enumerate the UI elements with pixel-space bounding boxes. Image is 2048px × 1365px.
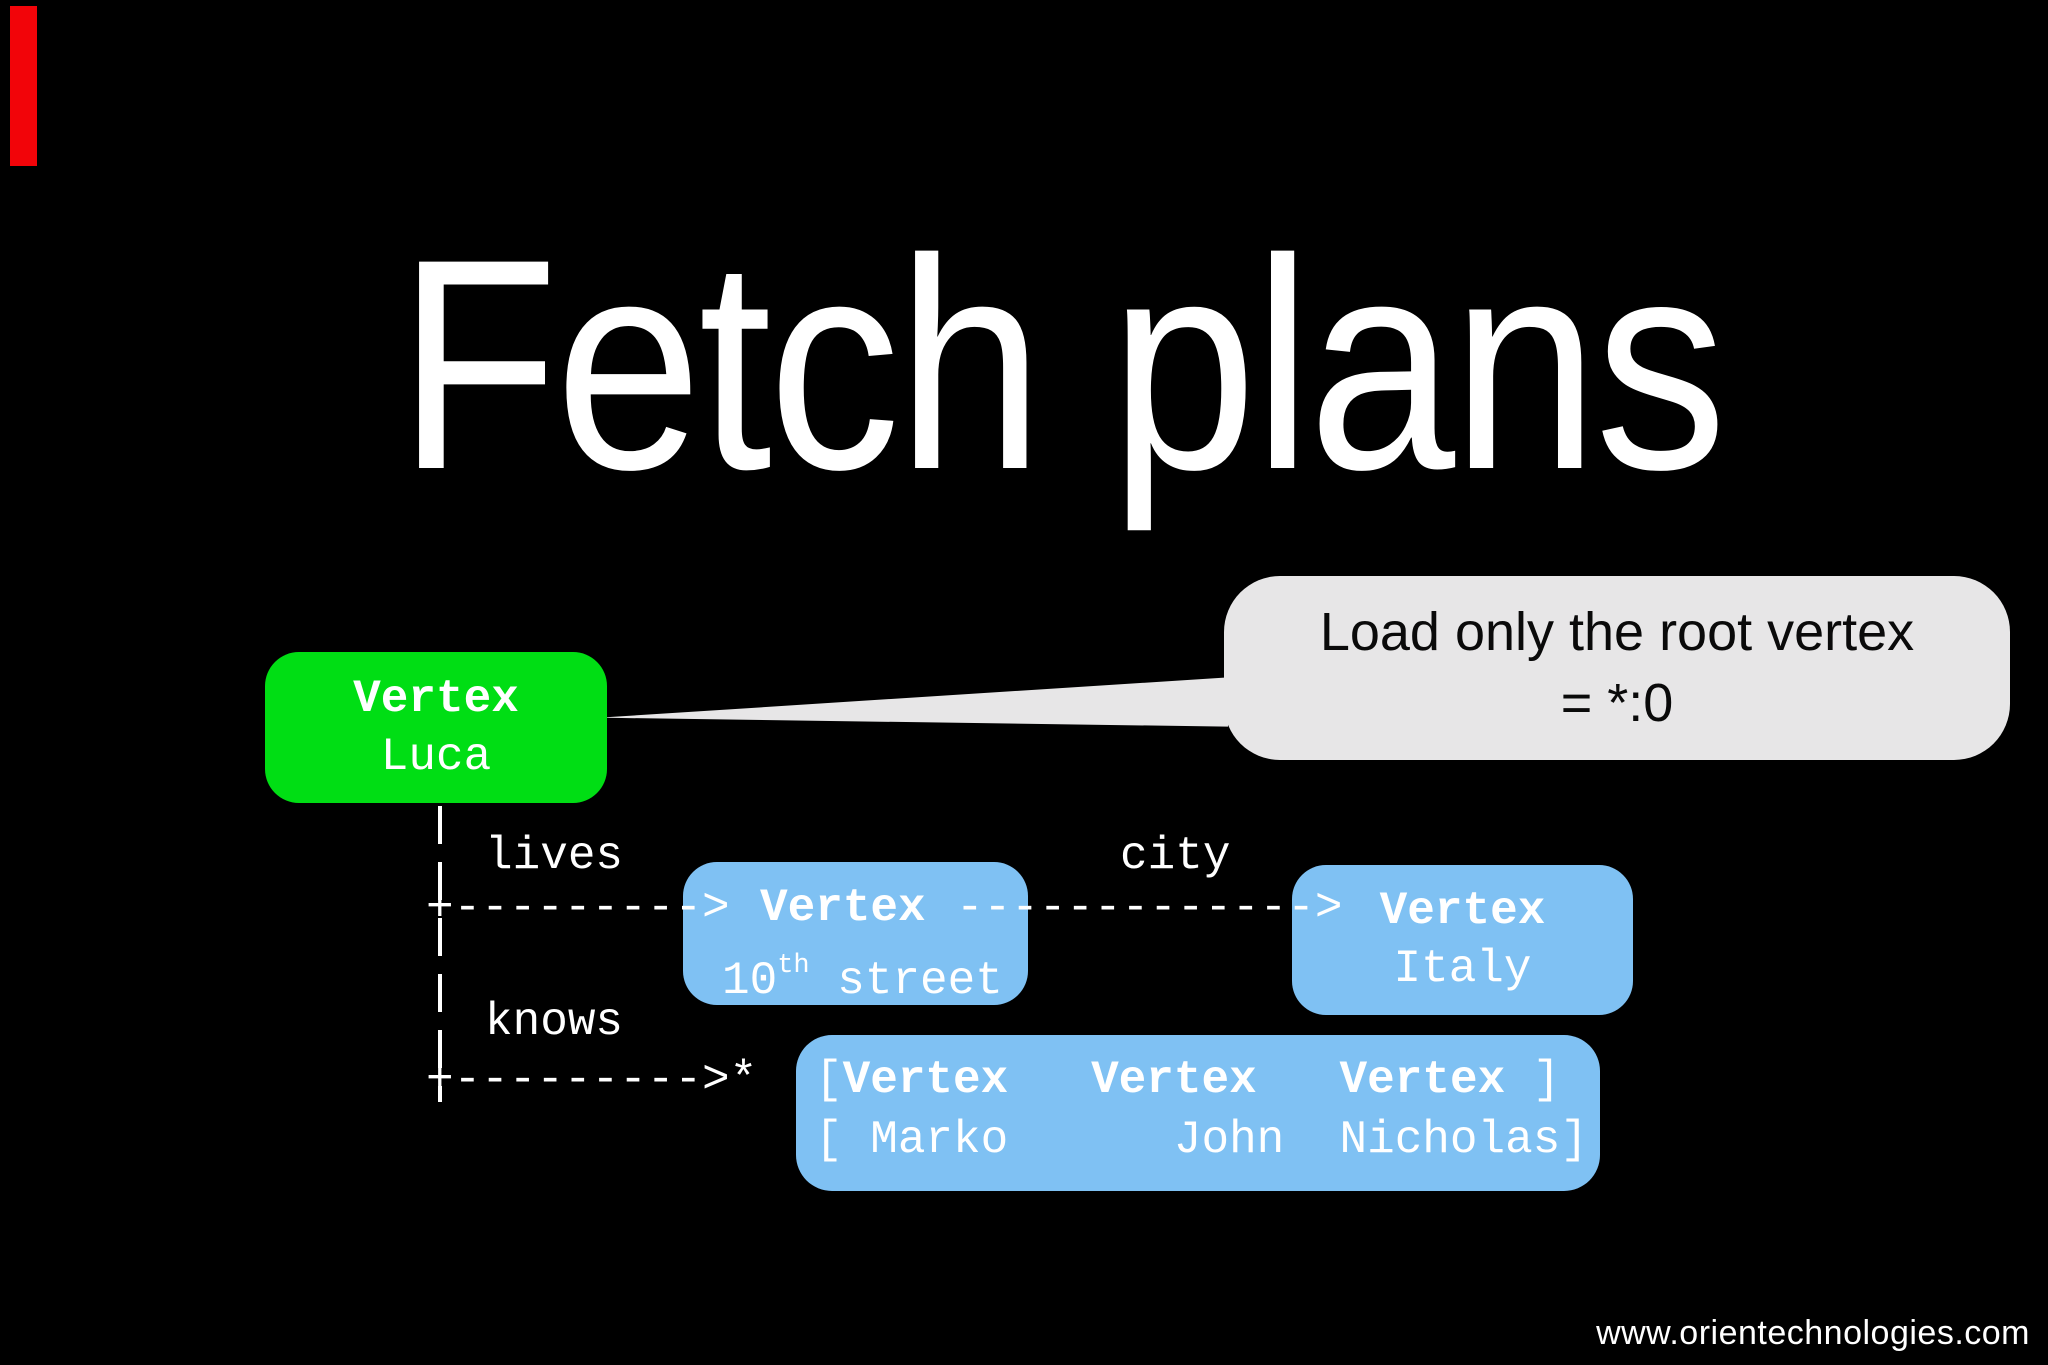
edge-vertical-dashed-line	[438, 806, 442, 1102]
callout-line2: = *:0	[1560, 673, 1674, 733]
title-wrap: Fetch plans	[0, 214, 2048, 514]
edge-label-knows: knows	[485, 996, 624, 1048]
bracket-open: [	[815, 1054, 843, 1106]
vertex-type-label: Vertex	[353, 672, 519, 725]
footer-url: www.orientechnologies.com	[1596, 1314, 2030, 1352]
vertex-name-italy: Italy	[1393, 943, 1532, 995]
vertex-type-label-2: Vertex	[1091, 1054, 1257, 1106]
edge-label-city: city	[1120, 830, 1231, 882]
separator	[1257, 1054, 1340, 1106]
address-ordinal-superscript: th	[777, 951, 810, 981]
address-number: 10	[722, 955, 778, 1007]
edge-arrow-knows: +--------->*	[426, 1054, 758, 1106]
callout-line1: Load only the root vertex	[1319, 601, 1915, 662]
callout-bubble: Load only the root vertex = *:0	[1224, 576, 2010, 760]
vertex-type-label-1: Vertex	[842, 1054, 1009, 1106]
red-marker-bar	[10, 6, 37, 166]
address-street: street	[809, 955, 1003, 1007]
callout-tail	[600, 677, 1228, 727]
vertex-node-city: Vertex Italy	[1292, 865, 1633, 1015]
vertex-type-label-3: Vertex	[1339, 1054, 1506, 1106]
separator	[1008, 1054, 1091, 1106]
edge-arrow-city: ------------->	[956, 882, 1343, 934]
vertex-node-knows-list	[796, 1035, 1600, 1191]
edge-label-lives: lives	[485, 830, 624, 882]
vertex-name-address: 10th street	[722, 937, 1003, 1010]
vertex-node-address	[683, 862, 1028, 1005]
knows-list-types-row: [Vertex Vertex Vertex ]	[815, 1051, 1560, 1109]
vertex-name-luca: Luca	[380, 730, 492, 783]
edge-arrow-lives: +--------->	[426, 882, 730, 934]
vertex-type-label: Vertex	[1379, 885, 1546, 937]
page-title: Fetch plans	[396, 196, 1727, 532]
vertex-node-root: Vertex Luca	[265, 652, 607, 803]
bracket-close: ]	[1505, 1054, 1561, 1106]
vertex-type-label-address: Vertex	[760, 882, 926, 934]
knows-list-names-row: [ Marko John Nicholas]	[815, 1114, 1588, 1166]
